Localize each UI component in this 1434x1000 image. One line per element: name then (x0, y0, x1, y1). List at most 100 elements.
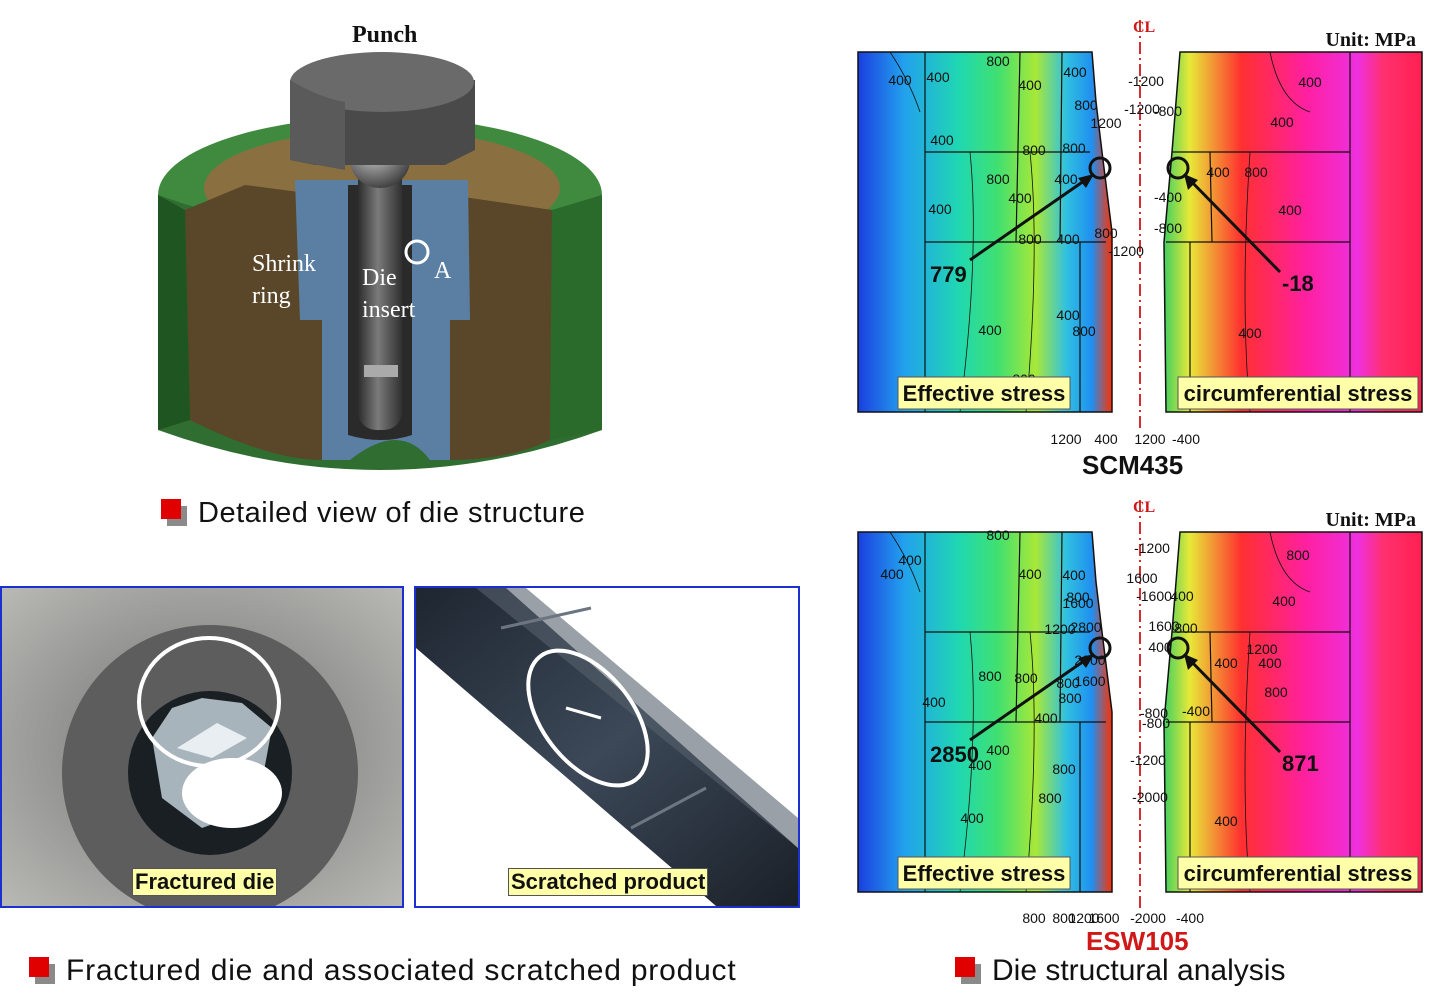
contour-label: -1200 (1124, 101, 1160, 117)
contour-label: 400 (1062, 567, 1086, 583)
circumferential-stress-tag: circumferential stress (1184, 861, 1413, 886)
contour-label: 800 (978, 668, 1002, 684)
circumferential-stress-value: 871 (1282, 751, 1319, 776)
contour-label: 400 (1094, 431, 1118, 447)
square-bullet-icon (158, 496, 192, 530)
contour-label: -800 (1154, 103, 1182, 119)
contour-label: 800 (1072, 323, 1096, 339)
contour-label: 400 (1056, 307, 1080, 323)
contour-label: 1200 (1246, 641, 1277, 657)
contour-label: 400 (1258, 655, 1282, 671)
contour-label: 400 (1214, 813, 1238, 829)
contour-label: 400 (1270, 114, 1294, 130)
contour-label: 400 (1054, 171, 1078, 187)
contour-label: 400 (960, 810, 984, 826)
contour-label: 400 (978, 322, 1002, 338)
scratched-product-photo: Scratched product (414, 586, 800, 908)
contour-label: 400 (888, 72, 912, 88)
unit-label: Unit: MPa (1325, 509, 1416, 531)
contour-label: 800 (1074, 97, 1098, 113)
contour-label: -800 (1140, 705, 1168, 721)
punch-label: Punch (352, 22, 418, 48)
contour-label: -1200 (1134, 540, 1170, 556)
contour-label: 400 (926, 69, 950, 85)
contour-label: 400 (930, 132, 954, 148)
contour-label: 400 (1148, 639, 1172, 655)
circumferential-stress-value: -18 (1282, 271, 1314, 296)
contour-label: 400 (1034, 710, 1058, 726)
contour-label: 800 (1174, 620, 1198, 636)
contour-label: 800 (986, 53, 1010, 69)
contour-label: 800 (986, 171, 1010, 187)
contour-label: 1200 (1050, 431, 1081, 447)
die-insert-label: Die insert (362, 265, 416, 323)
contour-label: 400 (880, 566, 904, 582)
fractured-die-tag: Fractured die (132, 868, 278, 896)
unit-label: Unit: MPa (1325, 29, 1416, 51)
contour-label: 800 (1022, 142, 1046, 158)
effective-stress-tag: Effective stress (903, 861, 1066, 886)
contour-label: 1600 (1074, 673, 1105, 689)
fracture-highlight-circle (137, 636, 281, 768)
contour-label: 800 (1058, 690, 1082, 706)
point-a-marker (404, 239, 430, 265)
contour-label: 400 (1214, 655, 1238, 671)
scratched-product-tag: Scratched product (508, 868, 709, 896)
contour-label: 1600 (1126, 570, 1157, 586)
contour-label: 400 (922, 694, 946, 710)
contour-label: -800 (1154, 220, 1182, 236)
contour-label: -800 (1142, 715, 1170, 731)
contour-label: -1200 (1130, 752, 1166, 768)
die-structure-view: Punch Shrink ring Die insert A (150, 20, 630, 480)
point-a-label: A (434, 258, 452, 284)
contour-label: 400 (1063, 64, 1087, 80)
square-bullet-icon (952, 954, 986, 988)
critical-point-marker (1166, 636, 1190, 660)
centerline-symbol: CL (1133, 19, 1155, 36)
contour-label: 800 (1014, 670, 1038, 686)
contour-label: -2000 (1132, 789, 1168, 805)
contour-label: -400 (1182, 703, 1210, 719)
effective-stress-value: 2850 (930, 742, 979, 767)
contour-label: -400 (1176, 910, 1204, 926)
contour-label: 800 (1018, 231, 1042, 247)
cutaway-right (450, 195, 552, 460)
shrink-ring-label: Shrink ring (252, 251, 317, 309)
contour-label: 800 (1022, 910, 1046, 926)
product-rod (416, 588, 798, 906)
effective-stress-value: 779 (930, 262, 967, 287)
contour-label: 800 (1094, 225, 1118, 241)
contour-label: 800 (1052, 910, 1076, 926)
scratch-highlight-ellipse (526, 648, 650, 788)
contour-label: 800 (1038, 790, 1062, 806)
contour-label: 400 (986, 742, 1010, 758)
contour-label: -400 (1172, 431, 1200, 447)
contour-label: 1200 (1134, 431, 1165, 447)
contour-label: 1600 (1088, 910, 1119, 926)
cutaway-left (185, 185, 322, 460)
contour-label: 1600 (1062, 595, 1093, 611)
contour-label: -1200 (1128, 73, 1164, 89)
contour-label: 400 (1272, 593, 1296, 609)
contour-label: 800 (1056, 675, 1080, 691)
critical-point-marker (1088, 636, 1112, 660)
contour-label: 400 (898, 552, 922, 568)
contour-label: 400 (1056, 231, 1080, 247)
die-structure-caption: Detailed view of die structure (158, 496, 585, 530)
contour-label: 400 (1018, 566, 1042, 582)
contour-label: 800 (1244, 164, 1268, 180)
contour-label: 800 (1062, 140, 1086, 156)
contour-label: -1200 (1108, 243, 1144, 259)
contour-label: 400 (1206, 164, 1230, 180)
circumferential-stress-tag: circumferential stress (1184, 381, 1413, 406)
contour-label: 2800 (1070, 619, 1101, 635)
effective-stress-tag: Effective stress (903, 381, 1066, 406)
product-shaft (358, 140, 402, 430)
material-label-esw105: ESW105 (1086, 926, 1189, 956)
contour-label: -1600 (1136, 588, 1172, 604)
contour-label: 1200 (1068, 910, 1099, 926)
